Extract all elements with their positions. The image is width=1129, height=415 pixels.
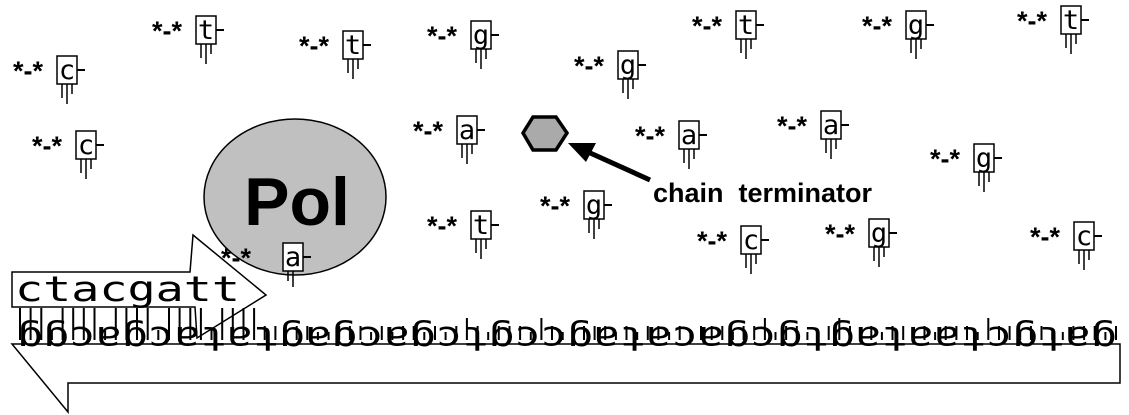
free-nucleotide-base: t (1063, 5, 1079, 36)
free-nucleotide-base: c (743, 225, 759, 256)
free-nucleotide-base: a (681, 120, 697, 151)
free-nucleotide-base: g (871, 218, 887, 249)
free-nucleotide: g (929, 143, 1003, 193)
free-nucleotide: a (634, 120, 708, 170)
free-nucleotide: g (573, 50, 647, 100)
template-strand-arrow (10, 343, 1121, 415)
template-sequence: gatgctaatagtgcgacatagccgtcgacgagtatacgac… (17, 318, 1117, 358)
bound-nucleotide: *-* a (221, 242, 311, 287)
free-nucleotide-base: t (345, 30, 361, 61)
free-nucleotides: c t t g g t g t c a a a g g t c g c (12, 5, 1103, 275)
free-nucleotide: t (298, 30, 372, 80)
template-sequence-group: gatgctaatagtgcgacatagccgtcgacgagtatacgac… (17, 318, 1117, 358)
free-nucleotide: c (696, 225, 770, 275)
chain-terminator-label: chain terminator (653, 178, 873, 208)
free-nucleotide: t (1016, 5, 1090, 55)
free-nucleotide: c (12, 55, 86, 105)
free-nucleotide: t (426, 210, 500, 260)
primer-arrow (11, 233, 268, 340)
free-nucleotide-base: g (976, 143, 992, 174)
svg-text:*-*: *-* (221, 243, 251, 273)
polymerase-label: Pol (244, 164, 350, 240)
free-nucleotide-base: g (620, 50, 636, 81)
free-nucleotide: a (776, 110, 850, 160)
free-nucleotide-base: g (908, 10, 924, 41)
bound-nucleotide-base: a (285, 242, 301, 273)
free-nucleotide: g (861, 10, 935, 60)
chain-terminator-hexagon (520, 115, 570, 152)
free-nucleotide: a (412, 115, 486, 165)
primer-sequence: ctacgatt (15, 270, 240, 310)
chain-terminator-arrow-shaft (586, 149, 652, 183)
free-nucleotide-base: g (473, 20, 489, 51)
free-nucleotide-base: c (78, 130, 94, 161)
free-nucleotide: g (426, 20, 500, 70)
free-nucleotide-base: t (198, 15, 214, 46)
free-nucleotide-base: c (59, 55, 75, 86)
chain-terminator-arrow-head (568, 143, 596, 162)
free-nucleotide: t (691, 10, 765, 60)
free-nucleotide-base: c (1076, 221, 1092, 252)
free-nucleotide-base: a (459, 115, 475, 146)
free-nucleotide-base: t (473, 210, 489, 241)
free-nucleotide-base: a (823, 110, 839, 141)
free-nucleotide: c (1029, 221, 1103, 271)
free-nucleotide: t (151, 15, 225, 65)
free-nucleotide: c (31, 130, 105, 180)
free-nucleotide: g (539, 190, 613, 240)
base-pair-ticks (19, 308, 1117, 340)
free-nucleotide-base: t (738, 10, 754, 41)
polymerase-blob (203, 118, 387, 276)
free-nucleotide: g (824, 218, 898, 268)
free-nucleotide-base: g (586, 190, 602, 221)
